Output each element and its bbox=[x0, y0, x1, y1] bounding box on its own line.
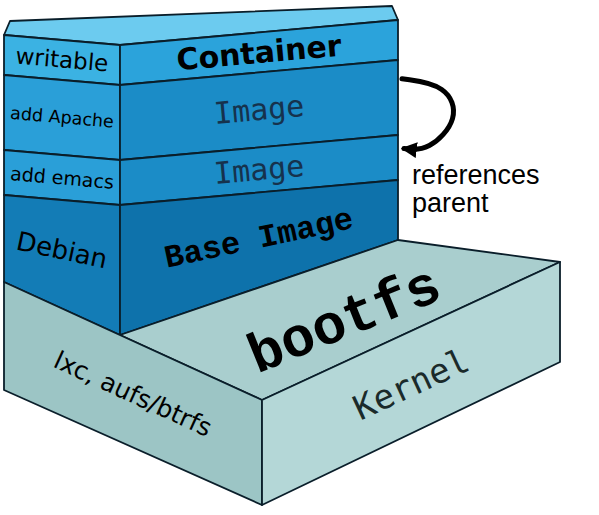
side-face bbox=[4, 75, 120, 160]
layer-slab: lxc, aufs/btrfsbootfsKernel bbox=[2, 238, 562, 507]
reference-arrow bbox=[402, 79, 454, 150]
side-face bbox=[4, 282, 262, 505]
text-slot: Image bbox=[213, 91, 306, 129]
edge-label: references parent bbox=[412, 161, 588, 218]
layer-title: Image bbox=[213, 91, 306, 129]
